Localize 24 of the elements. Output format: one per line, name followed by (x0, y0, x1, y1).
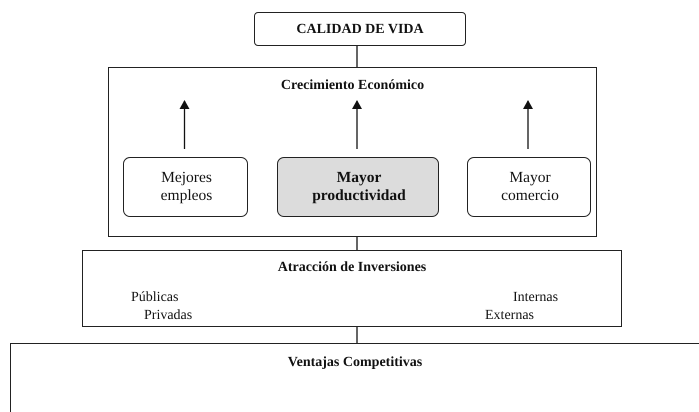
connector-line (356, 46, 358, 67)
box-label: Mayor productividad (311, 169, 407, 205)
arrow (523, 100, 533, 149)
group-box (82, 250, 622, 327)
heading: Crecimiento Económico (280, 77, 426, 95)
rounded-box (254, 12, 466, 46)
rounded-box (123, 157, 248, 217)
group-box (108, 67, 597, 237)
rounded-box (277, 157, 439, 217)
list-item: Externas (485, 307, 534, 325)
connector-line (356, 237, 358, 250)
heading: Ventajas Competitivas (286, 354, 424, 372)
list-item: Públicas (131, 289, 178, 307)
list-item: Internas (513, 289, 558, 307)
group-box (10, 343, 699, 412)
heading: Atracción de Inversiones (276, 259, 428, 277)
connector-line (356, 327, 358, 343)
arrow (180, 100, 190, 149)
list-item: Privadas (144, 307, 192, 325)
rounded-box (467, 157, 591, 217)
heading: CALIDAD DE VIDA (295, 21, 425, 39)
box-label: Mejores empleos (160, 169, 214, 205)
box-label: Mayor comercio (500, 169, 560, 205)
arrow (352, 100, 362, 149)
